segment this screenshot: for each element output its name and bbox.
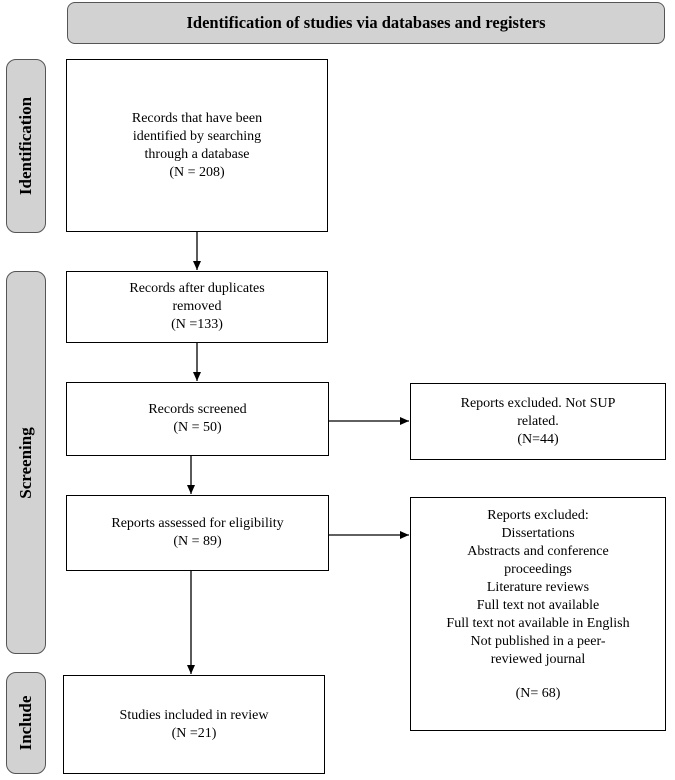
box-duplicates-removed: Records after duplicates removed (N =133…: [66, 271, 328, 343]
duplicates-removed-count: (N =133): [171, 317, 223, 332]
records-identified-count: (N = 208): [169, 164, 225, 180]
diagram-header: Identification of studies via databases …: [67, 2, 665, 44]
excluded-reason-full-text: Full text not available: [476, 598, 600, 613]
records-identified-line-2: identified by searching: [132, 128, 262, 144]
stage-screening: Screening: [6, 271, 46, 654]
assessed-eligibility-count: (N = 89): [173, 534, 222, 549]
excluded-not-sup-line-2: related.: [517, 413, 559, 429]
stage-include: Include: [6, 672, 46, 774]
box-records-identified: Records that have been identified by sea…: [66, 59, 328, 232]
records-identified-line-1: Records that have been: [131, 110, 263, 126]
excluded-reason-abstracts-1: Abstracts and conference: [467, 544, 609, 559]
box-assessed-eligibility: Reports assessed for eligibility (N = 89…: [66, 495, 329, 571]
excluded-reason-abstracts-2: proceedings: [504, 562, 572, 577]
duplicates-removed-line-1: Records after duplicates: [129, 281, 265, 296]
excluded-reasons-count: (N= 68): [515, 686, 561, 701]
assessed-eligibility-line-1: Reports assessed for eligibility: [111, 516, 284, 531]
box-excluded-reasons: Reports excluded: Dissertations Abstract…: [410, 497, 666, 731]
records-screened-line-1: Records screened: [148, 402, 247, 417]
records-screened-count: (N = 50): [173, 420, 222, 435]
excluded-reason-dissertations: Dissertations: [501, 526, 575, 541]
excluded-not-sup-line-1: Reports excluded. Not SUP: [460, 395, 616, 411]
header-title: Identification of studies via databases …: [186, 13, 546, 32]
excluded-not-sup-count: (N=44): [517, 431, 559, 447]
excluded-reason-full-text-english: Full text not available in English: [446, 616, 630, 631]
excluded-reason-not-peer-reviewed-2: reviewed journal: [490, 652, 586, 667]
stage-identification: Identification: [6, 59, 46, 233]
studies-included-count: (N =21): [171, 725, 217, 741]
excluded-reason-not-peer-reviewed-1: Not published in a peer-: [470, 634, 606, 649]
excluded-reason-literature-reviews: Literature reviews: [486, 580, 590, 595]
box-records-screened: Records screened (N = 50): [66, 382, 329, 456]
box-studies-included: Studies included in review (N =21): [63, 675, 325, 774]
box-excluded-not-sup: Reports excluded. Not SUP related. (N=44…: [410, 383, 666, 460]
duplicates-removed-line-2: removed: [172, 299, 222, 314]
studies-included-line-1: Studies included in review: [119, 707, 269, 723]
records-identified-line-3: through a database: [144, 146, 250, 162]
excluded-reasons-heading: Reports excluded:: [487, 508, 589, 523]
